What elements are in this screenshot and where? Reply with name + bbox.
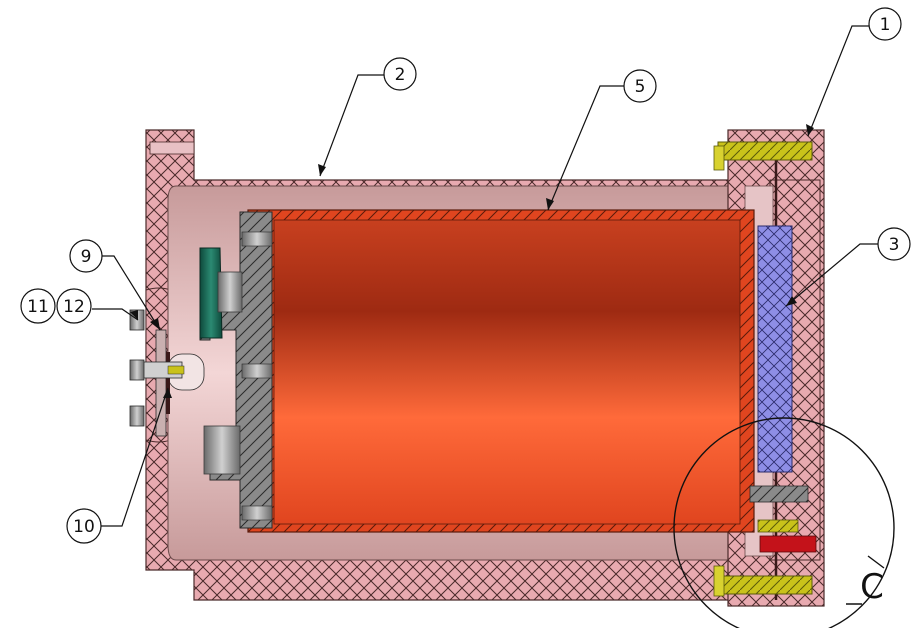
spacer-top bbox=[217, 271, 243, 313]
detail-label: C bbox=[860, 567, 884, 607]
spacer-bottom bbox=[203, 425, 241, 475]
leader-arrowheads bbox=[130, 124, 814, 398]
svg-text:11: 11 bbox=[27, 297, 49, 317]
green-component bbox=[199, 247, 223, 339]
svg-text:9: 9 bbox=[81, 247, 92, 267]
callout-9: 9 bbox=[69, 239, 103, 273]
svg-text:10: 10 bbox=[73, 517, 95, 537]
battery-cell bbox=[247, 209, 755, 533]
svg-text:5: 5 bbox=[635, 77, 646, 97]
connector-assembly bbox=[129, 309, 205, 437]
callout-10: 10 bbox=[66, 508, 102, 544]
callout-5: 5 bbox=[623, 69, 657, 103]
detail-arrow bbox=[846, 555, 885, 605]
insulator-plate bbox=[757, 225, 793, 473]
callout-11: 11 bbox=[20, 288, 56, 324]
red-fastener bbox=[749, 485, 817, 553]
callout-1: 1 bbox=[868, 7, 902, 41]
svg-text:1: 1 bbox=[880, 15, 891, 35]
end-cap-bolts bbox=[713, 141, 813, 597]
svg-text:12: 12 bbox=[63, 297, 85, 317]
svg-text:3: 3 bbox=[889, 235, 900, 255]
svg-text:2: 2 bbox=[395, 65, 406, 85]
callout-2: 2 bbox=[383, 57, 417, 91]
callout-12: 12 bbox=[56, 288, 92, 324]
leader-lines bbox=[92, 25, 878, 527]
detail-circle bbox=[673, 417, 895, 628]
callout-3: 3 bbox=[877, 227, 911, 261]
